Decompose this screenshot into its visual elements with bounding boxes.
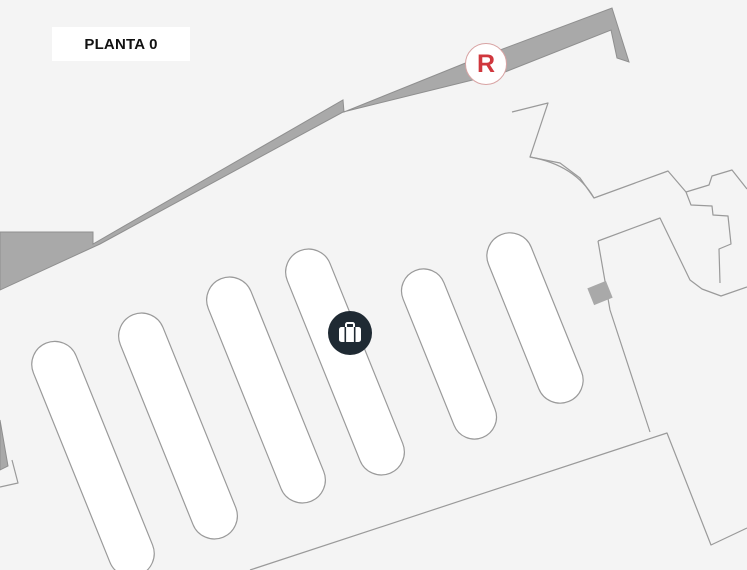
restaurant-marker[interactable]: R <box>465 43 507 85</box>
lower-left-outline <box>0 459 19 488</box>
baggage-belt[interactable] <box>112 306 245 546</box>
upper-room-outline <box>511 102 747 199</box>
right-annex-inner <box>685 191 732 284</box>
hall-divider <box>249 432 747 570</box>
lower-left-wall <box>0 419 9 471</box>
lower-right-outline <box>597 240 651 433</box>
luggage-icon <box>339 322 361 342</box>
floor-label: PLANTA 0 <box>52 27 190 61</box>
column-block <box>587 280 613 306</box>
baggage-claim-marker[interactable] <box>328 311 372 355</box>
baggage-belts <box>25 226 590 570</box>
baggage-belt[interactable] <box>200 270 333 510</box>
baggage-belt[interactable] <box>480 226 590 410</box>
building-outlines <box>0 102 747 570</box>
baggage-belt[interactable] <box>279 242 412 482</box>
restaurant-marker-letter: R <box>476 49 496 78</box>
curved-wall-outline <box>529 156 595 199</box>
baggage-belt[interactable] <box>25 334 161 570</box>
right-annex-outline <box>597 217 747 297</box>
baggage-belt[interactable] <box>395 262 503 445</box>
